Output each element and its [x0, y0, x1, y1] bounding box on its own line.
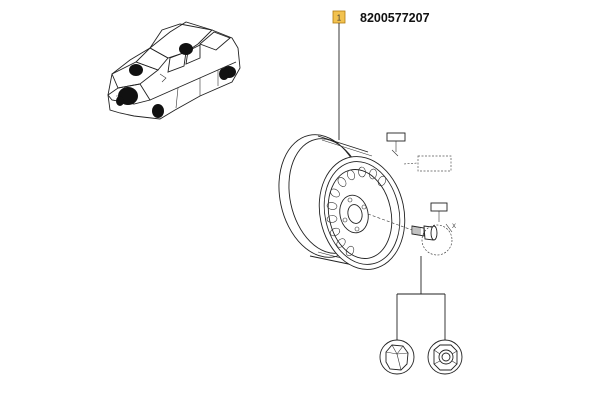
wheel-bolt-icon[interactable] [411, 224, 453, 256]
x-dimension-label: X [452, 224, 456, 230]
part-number-label[interactable]: 8200577207 [360, 11, 430, 25]
label-box-small [386, 132, 406, 142]
callout-number: 1 [337, 14, 342, 23]
bolt-cap-icon[interactable] [427, 339, 463, 375]
label-box-dashed [417, 155, 452, 172]
bolt-head-icon[interactable] [379, 339, 415, 375]
label-box-bolt [430, 202, 448, 212]
wheel-rim-icon[interactable] [268, 127, 415, 278]
car-location-icon [107, 21, 241, 120]
